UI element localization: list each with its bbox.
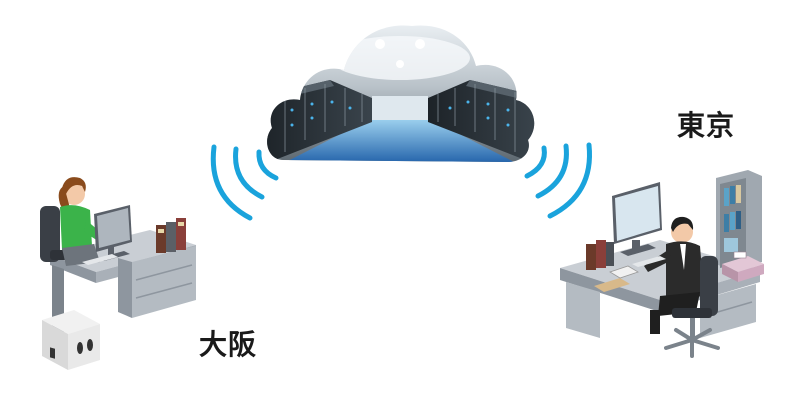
location-label-tokyo: 東京 (677, 109, 736, 142)
office-worker-woman-icon (40, 177, 196, 340)
wifi-signal-icon (210, 144, 279, 221)
office-worker-man-icon (560, 170, 762, 338)
fax-machine-icon (722, 251, 764, 282)
wifi-signal-icon (524, 142, 593, 219)
bookshelf-icon (156, 218, 186, 253)
server-tower-icon (42, 310, 100, 370)
office-chair-icon (664, 256, 720, 358)
cloud-datacenter-icon (267, 25, 535, 162)
location-label-osaka: 大阪 (199, 328, 258, 361)
